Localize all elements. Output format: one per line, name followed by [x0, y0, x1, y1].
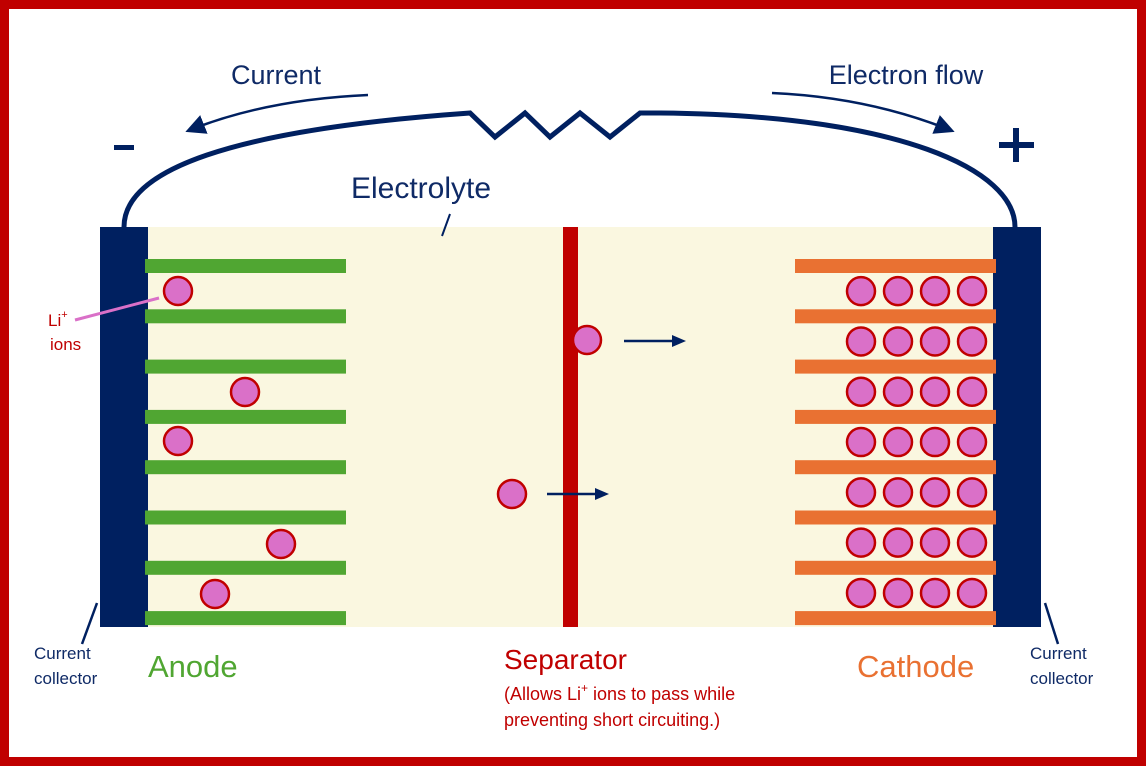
cathode-layer	[795, 560, 996, 575]
li-ion	[919, 426, 951, 458]
separator-label: Separator	[504, 644, 627, 675]
li-ion	[956, 376, 988, 407]
current-collector-left-label-line2: collector	[34, 669, 98, 688]
ions-label: ions	[50, 335, 81, 354]
ion-arrowhead-icon	[672, 335, 686, 347]
li-ion	[919, 477, 951, 508]
li-ion	[845, 426, 877, 458]
li-ion	[956, 426, 988, 458]
anode-layer	[145, 359, 346, 374]
anode-layer	[145, 510, 346, 525]
li-ion	[956, 275, 988, 307]
li-ion	[845, 577, 877, 609]
li-ion	[882, 527, 914, 558]
li-ion	[919, 577, 951, 609]
li-ion	[845, 275, 877, 307]
li-ion-label: Li+	[48, 309, 68, 330]
li-ion	[919, 527, 951, 558]
anode-layer	[145, 460, 346, 475]
li-ion	[162, 425, 194, 457]
cathode-layer	[795, 460, 996, 475]
current-label: Current	[231, 60, 322, 90]
li-ion	[919, 376, 951, 407]
li-ion	[229, 376, 261, 408]
anode-layer	[145, 409, 346, 424]
electron-flow-label: Electron flow	[829, 60, 984, 90]
li-ion	[919, 326, 951, 357]
li-ions	[162, 275, 988, 610]
current-arrow-icon	[185, 93, 369, 134]
li-ion	[199, 578, 231, 610]
li-ion	[882, 426, 914, 458]
li-ion	[882, 275, 914, 307]
cathode-layer	[795, 359, 996, 374]
anode-layers	[145, 259, 346, 626]
separator	[563, 227, 578, 627]
current-collector-left-label-line1: Current	[34, 644, 91, 663]
cathode-layer	[795, 309, 996, 324]
negative-terminal-icon	[114, 145, 134, 150]
li-ion	[956, 326, 988, 357]
li-ion	[956, 477, 988, 508]
current-collector-left-pointer	[80, 602, 99, 645]
current-collector-right-pointer	[1043, 602, 1060, 645]
anode-layer	[145, 560, 346, 575]
anode-layer	[145, 259, 346, 273]
li-ion	[265, 528, 297, 560]
li-ion	[845, 477, 877, 508]
ion-movement-arrows	[547, 335, 686, 500]
current-collector-right	[993, 227, 1041, 627]
li-ion	[845, 527, 877, 558]
li-ion	[956, 577, 988, 609]
li-ion	[571, 324, 603, 356]
li-ion	[162, 275, 194, 307]
li-ion	[496, 478, 528, 510]
current-collector-left	[100, 227, 148, 627]
li-ion	[845, 326, 877, 357]
electrolyte-pointer-line	[441, 213, 451, 237]
cathode-layers	[795, 259, 996, 626]
cathode-layer	[795, 259, 996, 273]
li-ion	[882, 376, 914, 407]
ion-arrowhead-icon	[595, 488, 609, 500]
current-collector-right-label-line2: collector	[1030, 669, 1094, 688]
li-ion	[882, 326, 914, 357]
current-collector-right-label-line1: Current	[1030, 644, 1087, 663]
anode-label: Anode	[148, 649, 238, 684]
anode-layer	[145, 611, 346, 626]
external-circuit-wire	[121, 109, 1018, 228]
li-ion	[956, 527, 988, 558]
positive-terminal-icon	[999, 128, 1034, 162]
anode-layer	[145, 309, 346, 324]
separator-note-line1: (Allows Li+ ions to pass while	[504, 681, 735, 704]
cathode-layer	[795, 409, 996, 424]
li-ion-pointer-line	[74, 296, 160, 322]
electrolyte-label: Electrolyte	[351, 172, 491, 205]
separator-note-line2: preventing short circuiting.)	[504, 710, 720, 730]
cathode-label: Cathode	[857, 649, 974, 684]
li-ion	[882, 577, 914, 609]
cathode-layer	[795, 510, 996, 525]
electron-flow-arrow-icon	[771, 91, 955, 134]
li-ion	[845, 376, 877, 407]
li-ion	[919, 275, 951, 307]
cathode-layer	[795, 611, 996, 626]
li-ion	[882, 477, 914, 508]
